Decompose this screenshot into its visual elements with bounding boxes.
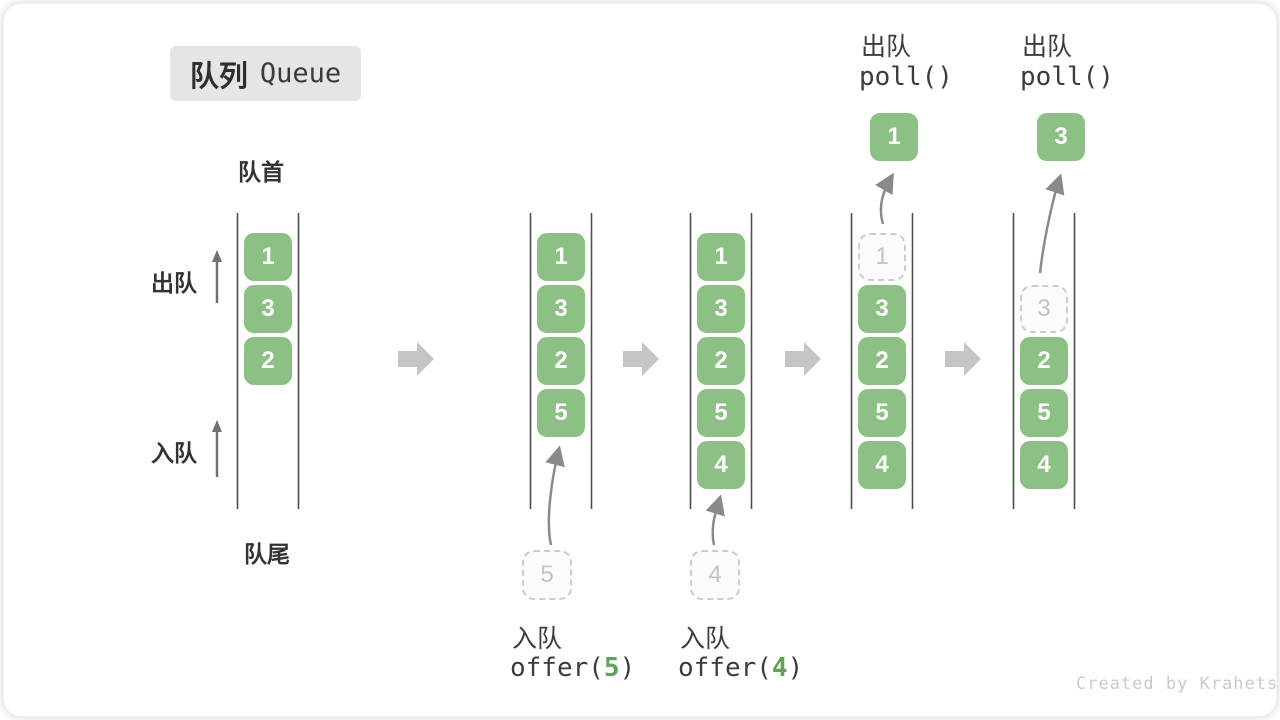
title-en: Queue — [259, 58, 342, 89]
queue-cell: 2 — [858, 337, 906, 385]
pending-enqueue-cell: 5 — [522, 550, 572, 600]
code-close: ) — [787, 653, 804, 683]
code-open: offer( — [510, 653, 604, 683]
removed-cell: 3 — [1020, 285, 1068, 333]
removed-cell: 1 — [858, 233, 906, 281]
enqueue-side-label: 入队 — [151, 440, 197, 466]
queue-cell: 2 — [244, 337, 292, 385]
pending-enqueue-cell: 4 — [690, 550, 740, 600]
queue-cell: 5 — [537, 389, 585, 437]
dequeue-op-label: 出队 — [1022, 33, 1073, 61]
dequeued-cell: 1 — [870, 113, 918, 161]
code-close: ) — [619, 653, 636, 683]
dequeued-cell: 3 — [1037, 113, 1085, 161]
queue-cell: 1 — [244, 233, 292, 281]
enqueue-op-code: offer(5) — [510, 653, 635, 683]
queue-cell: 4 — [1020, 441, 1068, 489]
queue-cell: 5 — [1020, 389, 1068, 437]
dequeue-op-code: poll() — [1020, 62, 1114, 92]
enqueue-op-label: 入队 — [512, 625, 563, 653]
queue-cell: 1 — [537, 233, 585, 281]
title-zh: 队列 — [189, 60, 248, 93]
queue-cell: 3 — [244, 285, 292, 333]
dequeue-op-code: poll() — [859, 62, 953, 92]
queue-cell: 4 — [697, 441, 745, 489]
code-arg: 5 — [603, 653, 620, 683]
queue-cell: 5 — [858, 389, 906, 437]
queue-cell: 3 — [697, 285, 745, 333]
title-badge: 队列 Queue — [170, 46, 361, 101]
queue-cell: 5 — [697, 389, 745, 437]
queue-cell: 2 — [537, 337, 585, 385]
dequeue-op-label: 出队 — [861, 33, 912, 61]
code-arg: 4 — [771, 653, 788, 683]
queue-rear-label: 队尾 — [244, 541, 290, 567]
queue-cell: 1 — [697, 233, 745, 281]
queue-cell: 2 — [1020, 337, 1068, 385]
code-open: offer( — [678, 653, 772, 683]
enqueue-op-label: 入队 — [680, 625, 731, 653]
queue-cell: 4 — [858, 441, 906, 489]
queue-cell: 3 — [858, 285, 906, 333]
diagram-card — [3, 3, 1277, 717]
dequeue-side-label: 出队 — [151, 270, 197, 296]
queue-front-label: 队首 — [238, 159, 284, 185]
enqueue-op-code: offer(4) — [678, 653, 803, 683]
queue-cell: 2 — [697, 337, 745, 385]
queue-cell: 3 — [537, 285, 585, 333]
watermark: Created by Krahets — [1076, 674, 1279, 694]
